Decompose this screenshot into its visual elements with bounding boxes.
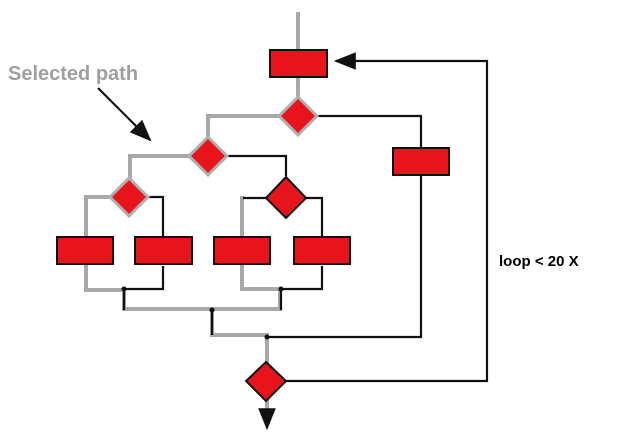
loop-label: loop < 20 X [499,253,579,270]
junction-dots [121,286,284,340]
process-box-right [392,147,450,176]
process-box-2 [134,236,193,265]
junction-dot [278,286,284,292]
process-box-3 [213,236,271,265]
decision-left-small [107,175,151,219]
junction-dot [264,334,270,340]
decision-right [264,175,308,220]
selected-path-label: Selected path [8,63,138,85]
junction-dot [209,307,215,313]
process-box-top [269,49,328,78]
decision-left [186,134,230,178]
other-paths [97,52,489,431]
process-box-1 [56,236,114,265]
junction-dot [121,286,127,292]
decision-top [276,94,320,138]
decision-loop [244,360,288,403]
process-box-4 [293,236,351,265]
